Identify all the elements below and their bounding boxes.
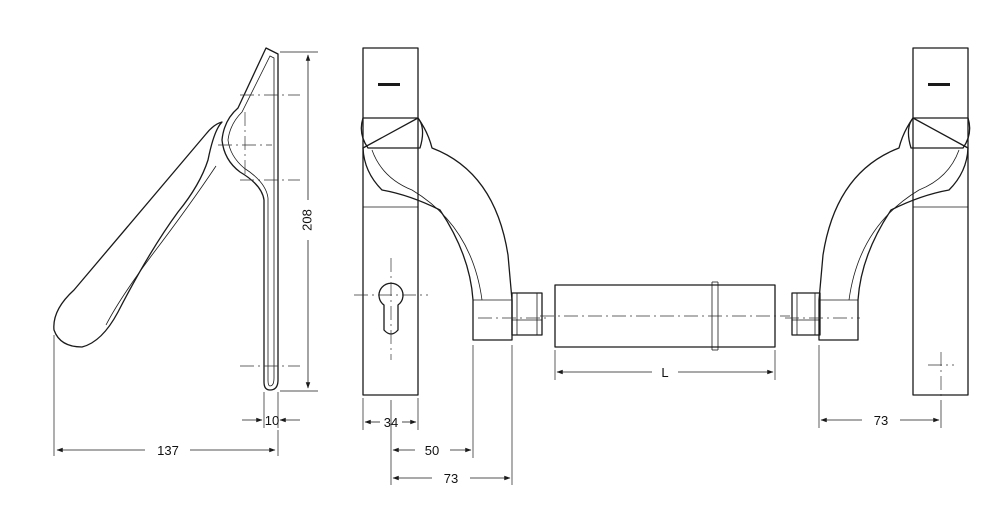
side-plate <box>221 47 279 391</box>
right-rose <box>907 117 971 149</box>
side-plate-inner <box>227 55 275 387</box>
front-left-view: 34 50 73 <box>354 47 550 486</box>
left-lever <box>362 117 513 341</box>
right-backplate <box>912 47 969 396</box>
right-lever <box>818 117 969 341</box>
dim-side-depth: 137 <box>157 443 179 458</box>
spindle-view: L <box>540 281 790 380</box>
dim-projection-right: 73 <box>874 413 888 428</box>
left-lever-inner <box>371 149 483 301</box>
dim-spindle-offset: 50 <box>425 443 439 458</box>
left-plate-label <box>378 83 400 86</box>
front-right-view: 73 <box>785 47 971 428</box>
right-plate-label <box>928 83 950 86</box>
dim-plate-offset: 10 <box>265 413 279 428</box>
dim-projection-left: 73 <box>444 471 458 486</box>
dim-height: 208 <box>299 209 314 231</box>
right-spindle-stub <box>791 292 821 336</box>
left-backplate <box>362 47 419 396</box>
side-view: 208 10 137 <box>53 47 318 458</box>
left-spindle-stub <box>511 292 543 336</box>
side-lever <box>53 121 223 348</box>
side-lever-edge <box>105 165 217 326</box>
dim-spindle-length: L <box>661 365 668 380</box>
right-lever-inner <box>848 149 960 301</box>
